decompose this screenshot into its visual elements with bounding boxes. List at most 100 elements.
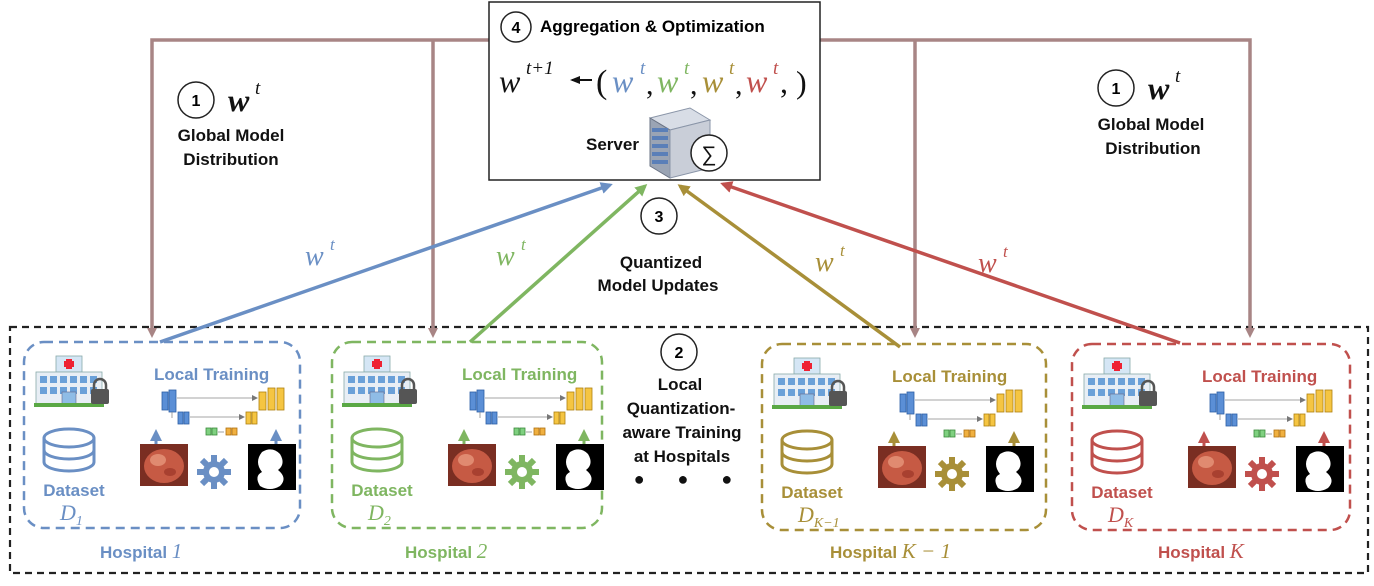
global-weight-right: w bbox=[1148, 70, 1170, 106]
distribution-right-line2: Distribution bbox=[1105, 139, 1200, 158]
equation-w: w bbox=[499, 63, 521, 99]
equation-term-olive-sup: t bbox=[729, 58, 735, 79]
equation-open-paren: ( bbox=[596, 64, 607, 101]
dataset-symbol: DK−1 bbox=[797, 502, 840, 531]
step-1-left-badge bbox=[177, 81, 215, 119]
unet-model-icon bbox=[161, 387, 285, 436]
dataset-label: Dataset bbox=[781, 483, 843, 502]
svg-text:t: t bbox=[840, 241, 846, 260]
equation-term-blue: w bbox=[612, 63, 634, 99]
hospital-dashed-box bbox=[22, 340, 302, 530]
equation-tail: , ) bbox=[780, 64, 807, 100]
endoscopy-image bbox=[448, 444, 496, 486]
step-4-number: 4 bbox=[512, 20, 521, 37]
endoscopy-image bbox=[1188, 446, 1236, 488]
dataset-label: Dataset bbox=[1091, 483, 1153, 502]
hospital-name: Hospital K bbox=[1158, 539, 1245, 563]
lock-icon bbox=[399, 377, 417, 404]
segmentation-mask bbox=[986, 446, 1034, 492]
segmentation-mask bbox=[556, 444, 604, 490]
hospital-dashed-box bbox=[1070, 342, 1352, 532]
upload-arrow-hospital-1 bbox=[159, 182, 613, 344]
unet-model-icon bbox=[1209, 389, 1333, 438]
upload-label-blue: w t bbox=[305, 235, 336, 272]
lock-icon bbox=[829, 379, 847, 406]
svg-text:t: t bbox=[330, 235, 336, 254]
svg-text:w: w bbox=[305, 241, 324, 272]
upload-arrow-hospital-k-1 bbox=[677, 184, 902, 349]
local-line2: Quantization- bbox=[627, 399, 736, 418]
dataset-label: Dataset bbox=[351, 481, 413, 500]
upload-label-green: w t bbox=[496, 235, 527, 272]
upload-label-olive: w t bbox=[815, 241, 846, 278]
step-3-badge bbox=[640, 197, 678, 235]
svg-text:t: t bbox=[1003, 242, 1009, 261]
distribution-left-line2: Distribution bbox=[183, 150, 278, 169]
gear-icon bbox=[505, 455, 539, 489]
hospital-building-icon bbox=[342, 355, 412, 407]
gear-icon bbox=[1245, 457, 1279, 491]
local-training-label: Local Training bbox=[462, 365, 577, 384]
global-weight-right-sup: t bbox=[1175, 66, 1181, 87]
upload-arrow-hospital-k bbox=[720, 181, 1181, 345]
equation-term-red: w bbox=[746, 63, 768, 99]
lock-icon bbox=[1139, 379, 1157, 406]
local-line4: at Hospitals bbox=[634, 447, 730, 466]
local-line1: Local bbox=[658, 375, 702, 394]
svg-text:w: w bbox=[815, 247, 834, 278]
svg-text:w: w bbox=[496, 241, 515, 272]
unet-model-icon bbox=[469, 387, 593, 436]
server-label: Server bbox=[586, 135, 639, 154]
step-2-badge bbox=[660, 333, 698, 371]
segmentation-mask bbox=[248, 444, 296, 490]
equation-term-green: w bbox=[657, 63, 679, 99]
svg-text:w: w bbox=[978, 248, 997, 279]
equation-comma-1: , bbox=[646, 68, 654, 101]
equation-term-olive: w bbox=[702, 63, 724, 99]
hospital-name: Hospital 2 bbox=[405, 539, 488, 563]
local-training-label: Local Training bbox=[154, 365, 269, 384]
hospital-dashed-box bbox=[760, 342, 1048, 532]
equation-term-red-sup: t bbox=[773, 58, 779, 79]
local-line3: aware Training bbox=[622, 423, 741, 442]
gear-icon bbox=[935, 457, 969, 491]
sigma-badge bbox=[690, 134, 728, 172]
step-1-right-number: 1 bbox=[1112, 81, 1121, 98]
database-icon bbox=[780, 429, 834, 475]
equation-comma-3: , bbox=[735, 68, 743, 101]
local-training-label: Local Training bbox=[892, 367, 1007, 386]
unet-model-icon bbox=[899, 389, 1023, 438]
step-1-right-badge bbox=[1097, 69, 1135, 107]
step-4-badge bbox=[500, 11, 532, 43]
sigma-icon: ∑ bbox=[702, 143, 717, 166]
step-3-number: 3 bbox=[655, 209, 664, 226]
segmentation-mask bbox=[1296, 446, 1344, 492]
database-icon bbox=[42, 427, 96, 473]
server-title: Aggregation & Optimization bbox=[540, 17, 765, 36]
dataset-symbol: DK bbox=[1107, 502, 1134, 531]
global-weight-left-sup: t bbox=[255, 78, 261, 99]
hospital-name: Hospital 1 bbox=[100, 539, 182, 563]
upload-label-red: w t bbox=[978, 242, 1009, 279]
distribution-left-line1: Global Model bbox=[178, 126, 285, 145]
hospital-dashed-box bbox=[330, 340, 604, 530]
database-icon bbox=[350, 427, 404, 473]
distribution-right-line1: Global Model bbox=[1098, 115, 1205, 134]
lock-icon bbox=[91, 377, 109, 404]
distribution-line-left bbox=[147, 38, 490, 338]
dataset-symbol: D2 bbox=[367, 500, 391, 529]
upload-arrow-hospital-2 bbox=[468, 184, 648, 344]
svg-text:t: t bbox=[521, 235, 527, 254]
updates-line1: Quantized bbox=[620, 253, 702, 272]
hospital-name: Hospital K − 1 bbox=[830, 539, 951, 563]
global-distribution-lines bbox=[147, 38, 1255, 338]
local-training-label: Local Training bbox=[1202, 367, 1317, 386]
equation-comma-2: , bbox=[690, 68, 698, 101]
dataset-label: Dataset bbox=[43, 481, 105, 500]
database-icon bbox=[1090, 429, 1144, 475]
hospitals-region bbox=[8, 325, 1370, 575]
